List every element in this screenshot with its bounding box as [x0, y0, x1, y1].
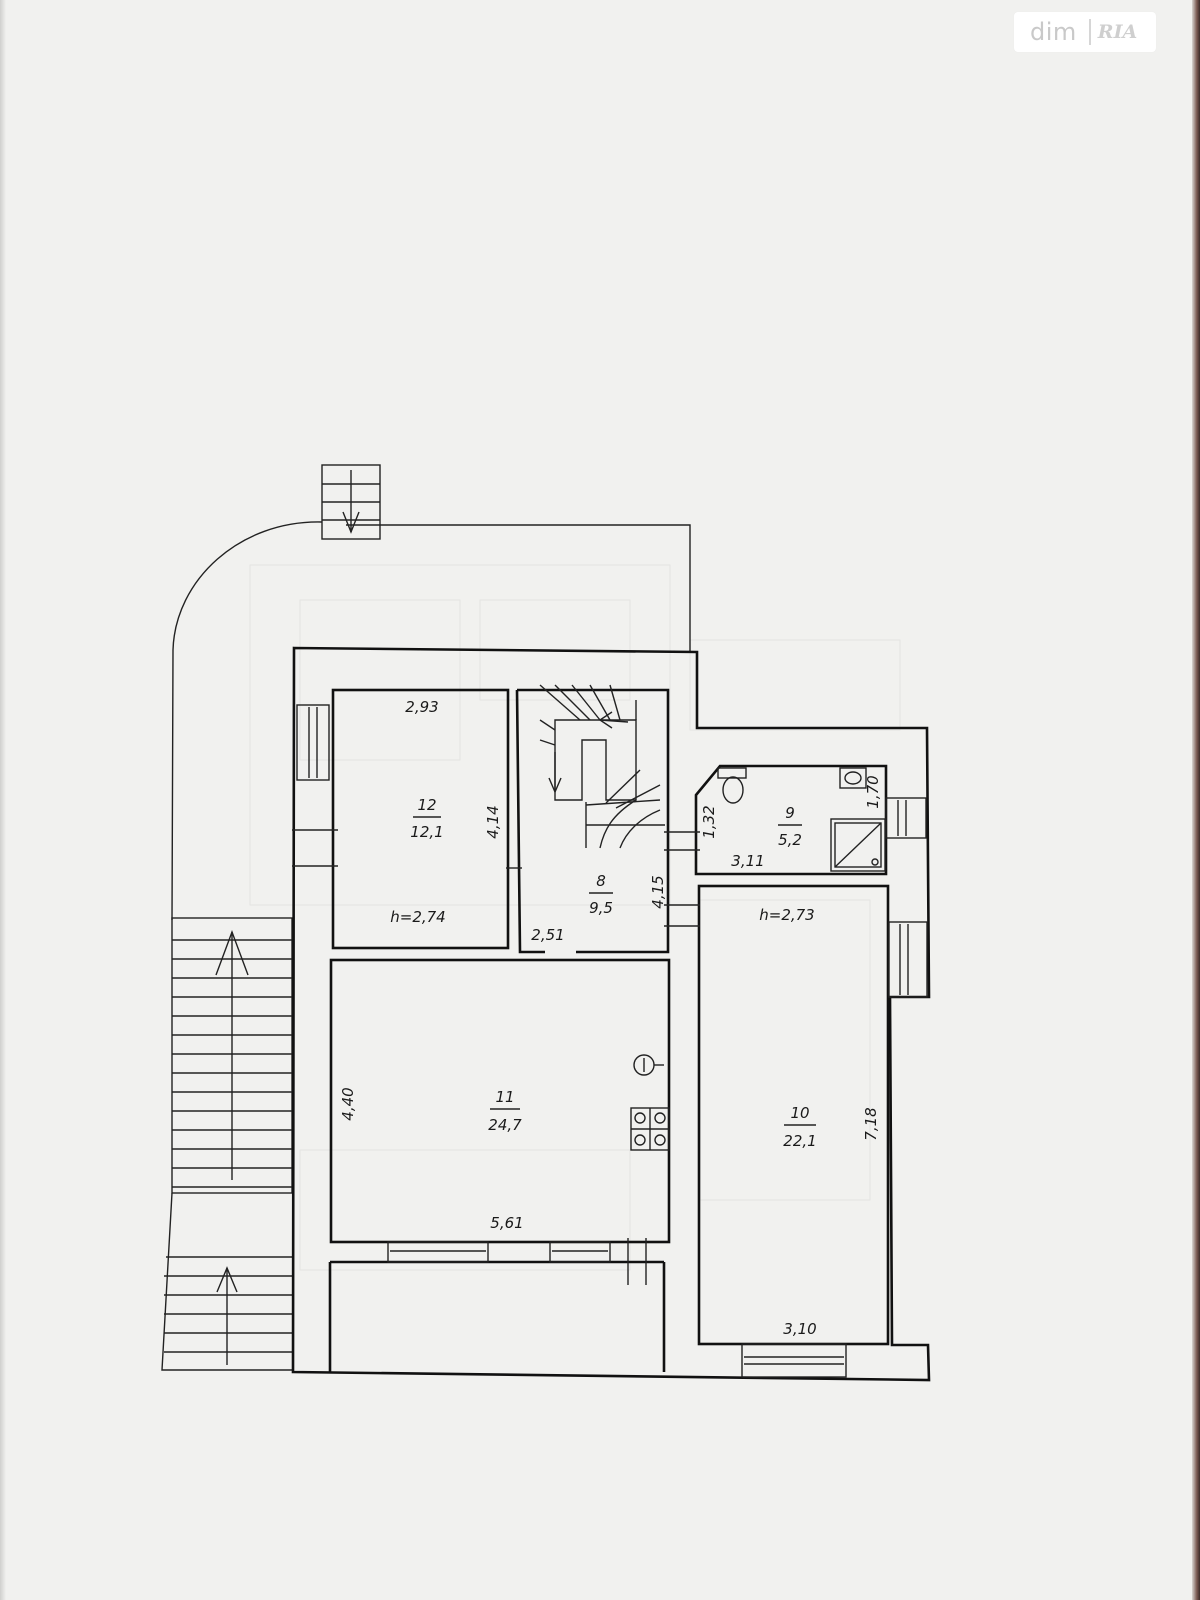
bleed-through [249, 564, 901, 1271]
watermark-brand-right: RIA [1088, 19, 1144, 45]
dim-r11-width: 5,61 [490, 1214, 523, 1232]
sink-icon [839, 767, 867, 789]
dim-r10-height: h=2,73 [759, 906, 814, 924]
room-number: 8 [596, 872, 606, 890]
room-label-9: 9 5,2 [778, 804, 802, 849]
site-outline [171, 521, 691, 921]
toilet-icon [717, 767, 747, 804]
room-label-10: 10 22,1 [783, 1104, 816, 1150]
stair-down-arrow-icon [548, 752, 562, 794]
room-area: 5,2 [778, 831, 802, 849]
room-label-12: 12 12,1 [410, 796, 443, 841]
windows [296, 704, 928, 1378]
room-number: 10 [790, 1104, 809, 1122]
dim-r12-width: 2,93 [405, 698, 438, 716]
dimension-labels: 2,93 4,14 h=2,74 4,15 2,51 1,32 1,70 3,1… [339, 698, 882, 1338]
dim-r8-depth: 4,15 [649, 875, 667, 908]
left-exterior-stair [161, 917, 293, 1371]
dim-r9-depth: 1,32 [700, 805, 718, 838]
dim-r11-depth: 4,40 [339, 1087, 357, 1120]
stair-down-arrow-icon [342, 470, 360, 534]
room-label-11: 11 24,7 [488, 1088, 522, 1134]
dim-r9-right: 1,70 [864, 775, 882, 808]
room-11 [329, 958, 671, 1244]
stair-turn-arrow-icon [598, 711, 629, 729]
room-area: 12,1 [410, 823, 443, 841]
paper-left-edge [0, 0, 6, 1600]
watermark-brand-left: dim [1030, 18, 1077, 46]
stove-icon [630, 1107, 670, 1151]
room-number: 11 [495, 1088, 514, 1106]
shower-icon [830, 818, 886, 872]
room-9 [694, 764, 888, 876]
room-area: 24,7 [488, 1116, 522, 1134]
dim-r9-width: 3,11 [731, 852, 764, 870]
dim-r12-height: h=2,74 [390, 908, 445, 926]
top-entrance-stair [321, 464, 381, 540]
dim-r8-width: 2,51 [531, 926, 564, 944]
room-label-8: 8 9,5 [589, 872, 613, 917]
dim-r10-depth: 7,18 [862, 1107, 880, 1140]
boiler-icon [633, 1054, 664, 1076]
dim-r10-width: 3,10 [783, 1320, 816, 1338]
doors [292, 829, 700, 1285]
watermark-logo: dim RIA [1014, 12, 1156, 52]
stair-up-arrow-icon [215, 929, 249, 1180]
stair-up-arrow-icon [216, 1266, 238, 1365]
interior-staircase [539, 684, 665, 849]
paper-right-edge [1192, 0, 1200, 1600]
room-area: 22,1 [783, 1132, 816, 1150]
dim-r12-depth: 4,14 [484, 805, 502, 838]
room-area: 9,5 [589, 899, 613, 917]
room-number: 9 [785, 804, 795, 822]
room-12 [331, 688, 510, 950]
room-number: 12 [417, 796, 436, 814]
